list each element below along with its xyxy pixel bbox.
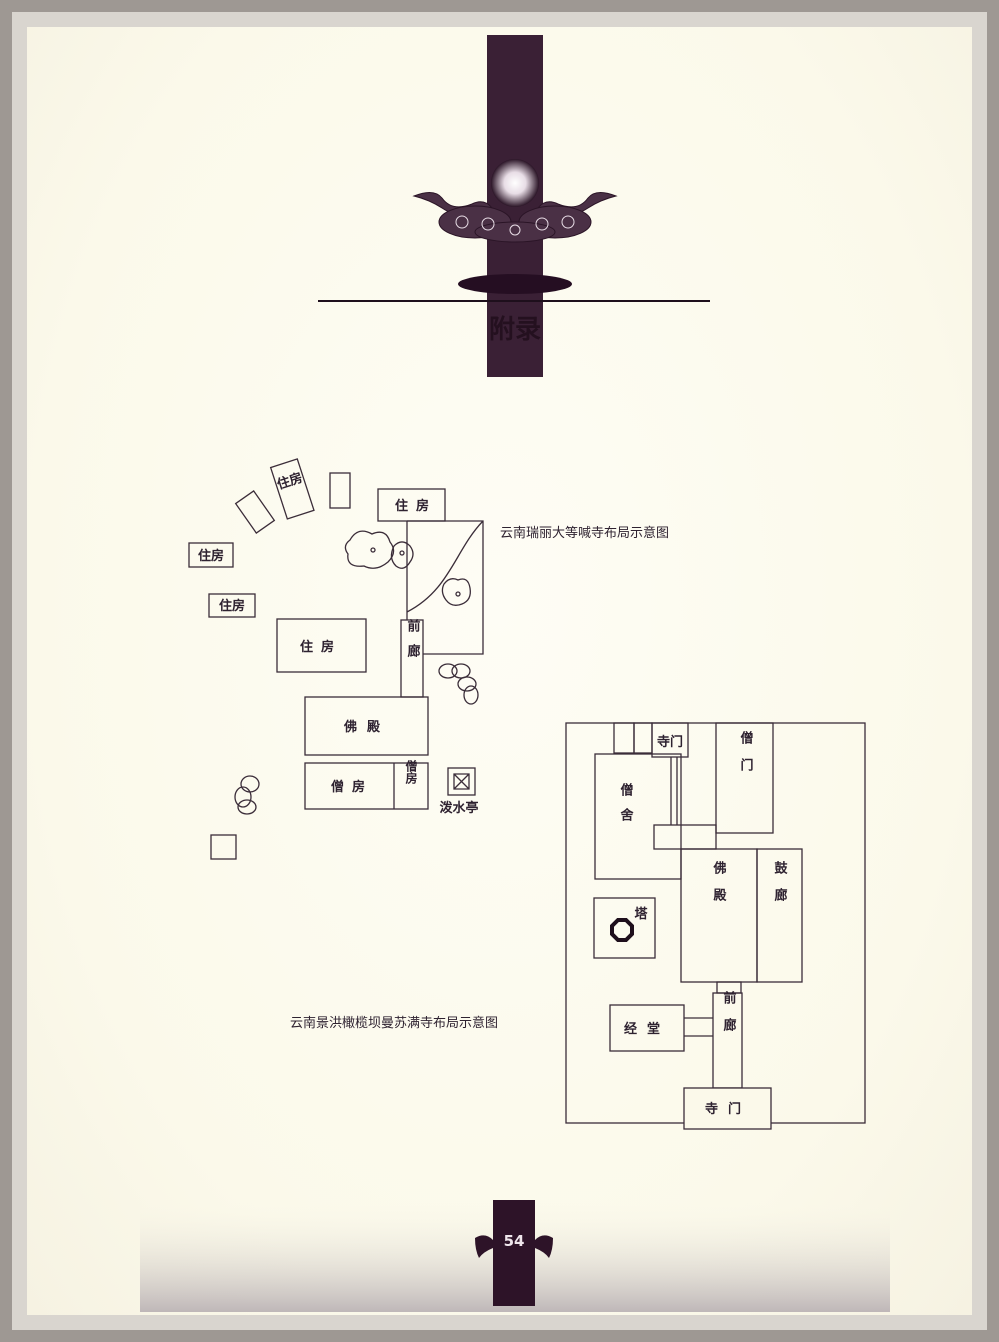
page-title: 附录 — [489, 315, 541, 345]
courtyard — [406, 520, 484, 655]
svg-text:佛殿: 佛殿 — [711, 860, 728, 915]
svg-text:前廊: 前廊 — [405, 618, 421, 669]
svg-text:前廊: 前廊 — [721, 990, 737, 1045]
stones-icon — [234, 663, 479, 815]
building-outline — [234, 490, 276, 534]
building-poshuiting — [447, 767, 476, 796]
svg-text:鼓廊: 鼓廊 — [772, 860, 788, 915]
svg-text:泼水亭: 泼水亭 — [439, 800, 478, 816]
page-number: 54 — [504, 1232, 525, 1250]
svg-text:住房: 住房 — [300, 639, 342, 655]
building-jingtang — [609, 1004, 685, 1052]
building-simen-top — [651, 722, 689, 758]
svg-text:僧房: 僧房 — [404, 759, 418, 785]
building-outline — [210, 834, 237, 860]
footer-ornament: 54 — [140, 1200, 890, 1312]
svg-text:住房: 住房 — [275, 470, 305, 493]
pagoda-icon — [610, 918, 634, 942]
header-ornament: 附录 — [318, 35, 710, 377]
svg-text:佛殿: 佛殿 — [343, 719, 390, 735]
dragon-cloud-icon — [412, 192, 618, 243]
building-sengshe — [594, 753, 682, 880]
building-sengfang — [304, 762, 429, 810]
building-zhufang — [188, 542, 234, 568]
svg-text:塔: 塔 — [634, 906, 648, 922]
building-outline — [329, 472, 351, 509]
svg-text:僧门: 僧门 — [738, 730, 754, 785]
building-zhufang — [276, 618, 367, 673]
svg-text:经堂: 经堂 — [624, 1021, 670, 1037]
base-ellipse — [458, 274, 572, 294]
building-gulang — [756, 848, 803, 983]
building-simen-bottom — [683, 1087, 772, 1130]
building-zhufang — [208, 593, 256, 618]
building-fodian — [304, 696, 429, 756]
diagram-dadenghan-temple: 住房 住房 住房 住房 住房 前廊 佛殿 僧房 僧房 — [188, 458, 669, 860]
svg-text:僧房: 僧房 — [331, 779, 373, 795]
svg-text:寺门: 寺门 — [657, 734, 683, 750]
pearl-icon — [491, 159, 539, 207]
diagram-mansuman-temple: 寺门 僧舍 僧门 佛殿 鼓廊 塔 前廊 经堂 寺门 云南景洪橄榄坝曼苏满寺布局示… — [290, 722, 866, 1130]
svg-text:僧舍: 僧舍 — [618, 782, 634, 833]
building-zhufang-tilted: 住房 — [269, 458, 315, 520]
building-ta — [593, 897, 656, 959]
diagram-caption: 云南景洪橄榄坝曼苏满寺布局示意图 — [290, 1015, 498, 1031]
svg-text:住房: 住房 — [219, 598, 245, 614]
building-sengmen — [715, 722, 774, 834]
footer-scroll-icon — [475, 1235, 553, 1258]
diagram-caption: 云南瑞丽大等喊寺布局示意图 — [500, 525, 669, 541]
svg-text:寺门: 寺门 — [705, 1101, 751, 1117]
svg-text:住房: 住房 — [198, 548, 224, 564]
footer-column — [493, 1200, 535, 1306]
svg-text:住房: 住房 — [395, 498, 437, 514]
tree-icon — [344, 530, 471, 606]
